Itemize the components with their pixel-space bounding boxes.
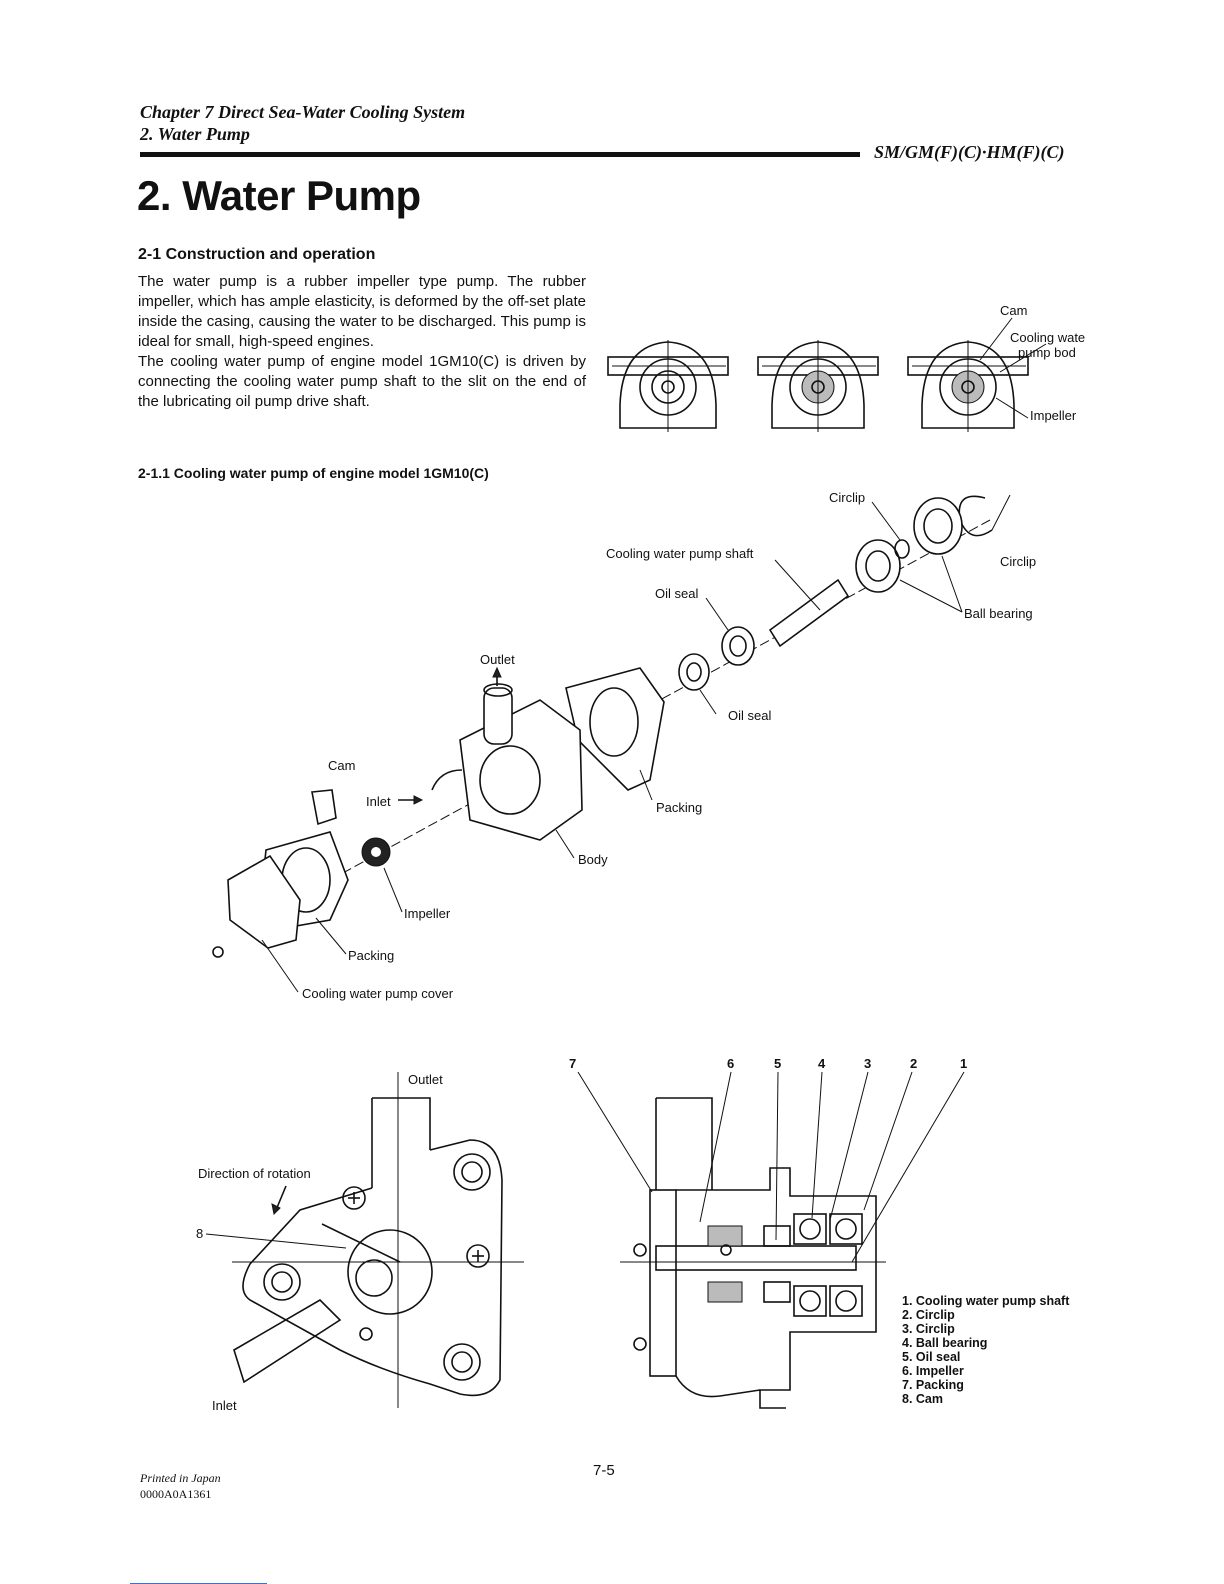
- section-number-5: 5: [774, 1056, 781, 1071]
- label-oil-seal-lower: Oil seal: [728, 708, 771, 723]
- section-header: 2. Water Pump: [140, 124, 250, 144]
- label-cover: Cooling water pump cover: [302, 986, 454, 1001]
- circlip-small-shape: [894, 539, 910, 559]
- label-pump-body-1: Cooling wate: [1010, 330, 1085, 345]
- chapter-header: Chapter 7 Direct Sea-Water Cooling Syste…: [140, 102, 466, 122]
- label-outlet: Outlet: [480, 652, 515, 667]
- label-impeller-top: Impeller: [1030, 408, 1077, 423]
- legend-item: 3. Circlip: [902, 1322, 955, 1336]
- label-body: Body: [578, 852, 608, 867]
- label-impeller: Impeller: [404, 906, 451, 921]
- label-pump-body-2: pump bod: [1018, 345, 1076, 360]
- label-packing-left: Packing: [348, 948, 394, 963]
- page-title: 2. Water Pump: [137, 172, 421, 219]
- pump-state-2: [757, 340, 879, 432]
- section-numbers: 7 6 5 4 3 2 1: [569, 1056, 967, 1071]
- label-packing-right: Packing: [656, 800, 702, 815]
- section-number-4: 4: [818, 1056, 826, 1071]
- paragraph-2: The cooling water pump of engine model 1…: [138, 353, 586, 410]
- model-header: SM/GM(F)(C)·HM(F)(C): [874, 142, 1065, 162]
- label-shaft: Cooling water pump shaft: [606, 546, 754, 561]
- outlet-pipe-shape: [483, 687, 513, 745]
- label-outlet-front: Outlet: [408, 1072, 443, 1087]
- legend-item: 4. Ball bearing: [902, 1336, 988, 1350]
- legend-item: 8. Cam: [902, 1392, 943, 1406]
- label-circlip-top: Circlip: [829, 490, 865, 505]
- legend-item: 7. Packing: [902, 1378, 964, 1392]
- section-number-6: 6: [727, 1056, 734, 1071]
- section-number-3: 3: [864, 1056, 871, 1071]
- oil-seal-lower-shape: [678, 653, 710, 691]
- legend-item: 6. Impeller: [902, 1364, 964, 1378]
- paragraph-1: The water pump is a rubber impeller type…: [138, 273, 586, 350]
- legend-item: 2. Circlip: [902, 1308, 955, 1322]
- label-num8: 8: [196, 1226, 203, 1241]
- pump-state-3: [907, 317, 1047, 432]
- page-number: 7-5: [593, 1462, 615, 1479]
- legend-item: 5. Oil seal: [902, 1350, 961, 1364]
- label-circlip-right: Circlip: [1000, 554, 1036, 569]
- label-cam: Cam: [328, 758, 355, 773]
- footer: Printed in Japan 0000A0A1361: [140, 1470, 221, 1502]
- label-inlet-front: Inlet: [212, 1398, 237, 1413]
- label-oil-seal-upper: Oil seal: [655, 586, 698, 601]
- shaft-shape: [768, 578, 850, 648]
- ball-bearing-inner: [855, 539, 901, 593]
- section-body: The water pump is a rubber impeller type…: [138, 272, 586, 412]
- subsection-heading: 2-1.1 Cooling water pump of engine model…: [138, 465, 489, 481]
- legend-item: 1. Cooling water pump shaft: [902, 1294, 1070, 1308]
- pump-state-1: [607, 340, 729, 432]
- section-number-2: 2: [910, 1056, 917, 1071]
- oil-seal-upper-shape: [721, 626, 755, 666]
- label-direction: Direction of rotation: [198, 1166, 311, 1181]
- cam-shape: [311, 789, 337, 826]
- label-ball-bearing: Ball bearing: [964, 606, 1033, 621]
- document-code: 0000A0A1361: [140, 1487, 212, 1501]
- label-cam-top: Cam: [1000, 303, 1027, 318]
- section-number-7: 7: [569, 1056, 576, 1071]
- ball-bearing-outer: [913, 497, 963, 555]
- printed-in: Printed in Japan: [140, 1471, 221, 1485]
- cover-shape: [227, 854, 301, 949]
- header-rule: [140, 152, 860, 157]
- section-heading: 2-1 Construction and operation: [138, 246, 376, 263]
- section-number-1: 1: [960, 1056, 967, 1071]
- parts-legend: 1. Cooling water pump shaft 2. Circlip 3…: [902, 1294, 1069, 1406]
- label-inlet: Inlet: [366, 794, 391, 809]
